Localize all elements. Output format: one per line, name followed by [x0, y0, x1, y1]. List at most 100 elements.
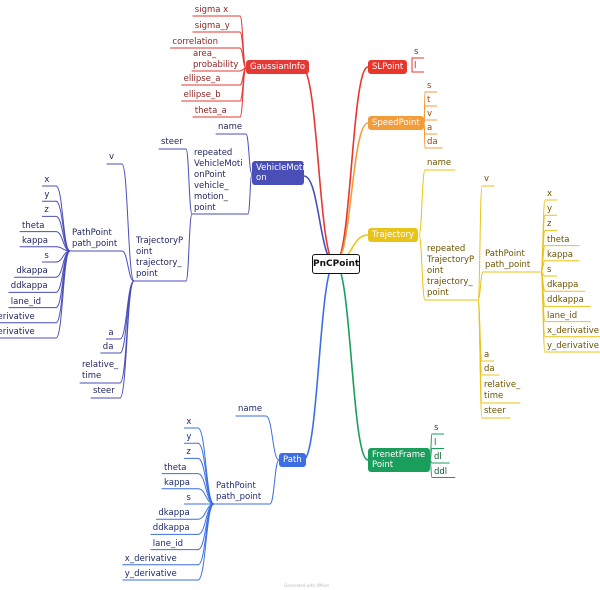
speed-item-0[interactable]: s [427, 81, 432, 91]
connector [265, 415, 280, 461]
connector [239, 67, 247, 118]
vehicle-tail-3[interactable]: steer [93, 386, 115, 396]
node-frenetframepoint[interactable]: FrenetFrame Point [368, 448, 430, 472]
node-trajectory[interactable]: Trajectory [368, 228, 418, 242]
vehicle-name[interactable]: name [218, 122, 243, 132]
trajectory-repeated[interactable]: repeated TrajectoryP oint trajectory_ po… [427, 244, 475, 298]
trajectory-pp-item-9[interactable]: x_derivative [547, 325, 599, 336]
vehicle-pathpoint[interactable]: PathPoint path_point [72, 228, 118, 249]
vehicle-steer[interactable]: steer [161, 137, 183, 147]
vehicle-repeated[interactable]: repeated VehicleMoti onPoint vehicle_ mo… [194, 148, 243, 213]
connector [197, 503, 215, 581]
connector [119, 280, 135, 399]
connector [185, 213, 193, 282]
trajectory-pathpoint[interactable]: PathPoint path_point [485, 249, 531, 270]
path-name[interactable]: name [238, 404, 263, 414]
connector [303, 175, 336, 264]
trajectory-pp-item-5[interactable]: s [547, 265, 552, 275]
vehicle-pp-item-7[interactable]: ddkappa [10, 281, 48, 292]
speed-item-2[interactable]: v [427, 109, 433, 119]
sl-item-1[interactable]: l [414, 61, 417, 71]
frenet-item-3[interactable]: ddl [434, 466, 448, 477]
trajectory-name[interactable]: name [427, 158, 452, 168]
vehicle-tail-1[interactable]: da [102, 342, 114, 352]
connector [185, 148, 193, 215]
path-pp-item-0[interactable]: x [186, 417, 192, 427]
node-slpoint[interactable]: SLPoint [368, 60, 408, 74]
trajectory-tail-3[interactable]: steer [484, 406, 506, 416]
trajectory-pp-item-4[interactable]: kappa [547, 249, 573, 260]
vehicle-pp-item-2[interactable]: z [44, 205, 49, 216]
connector [429, 459, 433, 478]
path-pp-item-4[interactable]: kappa [164, 477, 190, 488]
vehicle-pp-item-5[interactable]: s [44, 251, 49, 261]
path-pp-item-7[interactable]: ddkappa [152, 523, 190, 534]
connector [197, 442, 215, 505]
path-pp-item-5[interactable]: s [186, 493, 191, 503]
speed-item-3[interactable]: a [427, 123, 433, 133]
trajectory-tail-2[interactable]: relative_ time [484, 380, 521, 401]
vehicle-pp-item-3[interactable]: theta [22, 220, 45, 231]
vehicle-v[interactable]: v [109, 152, 115, 162]
connector [55, 250, 71, 339]
frenet-item-2[interactable]: dl [434, 452, 442, 462]
gaussian-item-b-1[interactable]: ellipse_b [183, 90, 221, 100]
vehicle-pp-item-6[interactable]: dkappa [16, 266, 48, 277]
connector [418, 169, 426, 236]
path-pp-item-8[interactable]: lane_id [152, 538, 183, 549]
frenet-item-0[interactable]: s [434, 423, 439, 433]
node-speedpoint[interactable]: SpeedPoint [368, 116, 424, 130]
connector [418, 234, 426, 301]
path-pp-item-2[interactable]: z [186, 447, 191, 458]
speed-item-4[interactable]: da [427, 137, 438, 147]
gaussian-item-1[interactable]: sigma_y [194, 21, 230, 31]
path-pp-item-6[interactable]: dkappa [158, 508, 190, 519]
trajectory-pp-item-6[interactable]: dkappa [547, 280, 579, 291]
connector [423, 122, 426, 149]
path-pp-item-10[interactable]: y_derivative [124, 569, 177, 579]
trajectory-pp-item-7[interactable]: ddkappa [547, 295, 584, 306]
path-pp-item-1[interactable]: y [186, 432, 192, 443]
connector [245, 133, 253, 175]
connector [477, 299, 483, 419]
node-path[interactable]: Path [279, 453, 306, 467]
gaussian-item-b-2[interactable]: theta_a [194, 106, 227, 116]
trajectory-tail-0[interactable]: a [484, 350, 490, 360]
footer-watermark: Generated with XMind [284, 583, 329, 588]
vehicle-pp-item-1[interactable]: y [44, 190, 50, 201]
gaussian-item-0[interactable]: sigma x [194, 5, 229, 15]
trajectory-pp-item-8[interactable]: lane_id [547, 310, 578, 321]
path-pp-item-9[interactable]: x_derivative [124, 553, 177, 564]
connector [477, 271, 484, 301]
vehicle-trajectorypoint[interactable]: TrajectoryP oint trajectory_ point [136, 236, 184, 279]
trajectory-tail-1[interactable]: da [484, 364, 495, 374]
vehicle-tail-0[interactable]: a [108, 328, 114, 338]
node-gaussianinfo[interactable]: GaussianInfo [246, 60, 310, 74]
trajectory-pp-item-1[interactable]: y [547, 204, 553, 215]
vehicle-pp-item-8[interactable]: lane_id [10, 296, 41, 307]
vehicle-pp-item-9[interactable]: x_derivative [0, 311, 35, 322]
root-node-pncpoint[interactable]: PnCPoint [312, 254, 360, 274]
trajectory-pp-item-10[interactable]: y_derivative [547, 341, 599, 351]
path-pp-item-3[interactable]: theta [164, 462, 187, 473]
node-vehiclemotion[interactable]: VehicleMoti on [252, 161, 305, 185]
trajectory-pp-item-3[interactable]: theta [547, 234, 570, 245]
speed-item-1[interactable]: t [427, 95, 431, 105]
connector [301, 67, 336, 264]
trajectory-pp-item-0[interactable]: x [547, 189, 553, 199]
gaussian-item-b-0[interactable]: ellipse_a [183, 74, 221, 84]
vehicle-pp-item-10[interactable]: y_derivative [0, 327, 35, 337]
vehicle-pp-item-4[interactable]: kappa [22, 235, 48, 246]
gaussian-item-2[interactable]: correlation [172, 37, 218, 47]
sl-item-0[interactable]: s [414, 47, 419, 57]
vehicle-tail-2[interactable]: relative_ time [82, 360, 119, 381]
path-pathpoint[interactable]: PathPoint path_point [216, 481, 262, 502]
connector [121, 250, 135, 282]
connector [269, 459, 280, 505]
frenet-item-1[interactable]: l [434, 437, 437, 448]
vehicle-pp-item-0[interactable]: x [44, 175, 50, 185]
trajectory-v[interactable]: v [484, 174, 490, 184]
gaussian-item-3[interactable]: area_ probability [193, 49, 239, 70]
trajectory-pp-item-2[interactable]: z [547, 219, 552, 230]
